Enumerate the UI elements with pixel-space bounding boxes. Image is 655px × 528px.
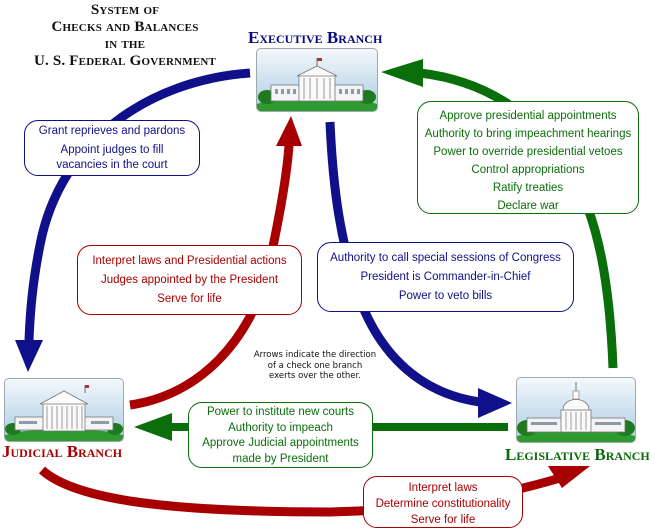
check-box-judicial-over-executive: Interpret laws and Presidential actions …	[77, 245, 302, 315]
check-item: Declare war	[497, 200, 559, 212]
arrow-executive-to-judicial	[24, 68, 251, 341]
judicial-branch-label: Judicial Branch	[2, 442, 123, 461]
check-item: Appoint judges to fill	[60, 144, 164, 156]
capitol-icon	[516, 377, 636, 443]
check-item: Control appropriations	[471, 164, 585, 176]
check-item: Approve Judicial appointments	[202, 437, 359, 449]
note-line: of a check one branch	[267, 360, 363, 371]
legislative-branch-label: Legislative Branch	[505, 445, 650, 464]
diagram-title: System of Checks and Balances in the U. …	[0, 2, 250, 70]
title-line: System of	[90, 2, 160, 18]
check-item: Power to institute new courts	[206, 406, 354, 418]
supreme-court-icon	[4, 378, 124, 442]
check-box-legislative-over-executive: Approve presidential appointments Author…	[417, 101, 639, 214]
arrowhead-judicial-to-legislative	[548, 466, 590, 488]
check-item: Power to override presidential vetoes	[433, 146, 623, 158]
arrowhead-legislative-to-executive	[381, 59, 423, 87]
title-line: U. S. Federal Government	[33, 53, 217, 69]
check-item: Serve for life	[157, 293, 222, 305]
arrowhead-legislative-to-judicial	[134, 413, 172, 441]
check-item: Approve presidential appointments	[439, 110, 617, 122]
check-item: Interpret laws and Presidential actions	[92, 255, 287, 267]
check-item: Power to veto bills	[398, 290, 493, 302]
arrowhead-judicial-to-executive	[276, 116, 302, 146]
check-item: Judges appointed by the President	[100, 274, 279, 286]
note-line: exerts over the other.	[269, 371, 361, 381]
executive-branch-label: Executive Branch	[248, 28, 383, 47]
check-box-executive-over-judicial: Grant reprieves and pardons Appoint judg…	[24, 120, 200, 176]
check-item: Authority to impeach	[228, 421, 333, 434]
check-item: Grant reprieves and pardons	[38, 125, 186, 137]
title-line: in the	[104, 36, 146, 52]
white-house-icon	[256, 48, 378, 112]
title-line: Checks and Balances	[51, 19, 199, 35]
check-item: Ratify treaties	[492, 182, 564, 194]
note-line: Arrows indicate the direction	[253, 350, 377, 360]
check-box-judicial-over-legislative: Interpret laws Determine constitutionali…	[363, 476, 523, 528]
check-item: Interpret laws	[408, 482, 478, 494]
check-item: Serve for life	[410, 514, 476, 526]
arrow-legend-note: Arrows indicate the direction of a check…	[240, 350, 390, 382]
arrowhead-executive-to-judicial	[15, 340, 43, 372]
check-item: Determine constitutionality	[375, 498, 511, 510]
check-item: Authority to call special sessions of Co…	[330, 252, 561, 264]
check-item: made by President	[232, 452, 329, 465]
arrowhead-executive-to-legislative	[478, 388, 512, 418]
check-box-legislative-over-judicial: Power to institute new courts Authority …	[188, 402, 373, 468]
check-item: vacancies in the court	[56, 159, 168, 171]
check-box-executive-over-legislative: Authority to call special sessions of Co…	[317, 242, 574, 312]
check-item: Authority to bring impeachment hearings	[424, 128, 632, 140]
check-item: President is Commander-in-Chief	[360, 271, 531, 283]
